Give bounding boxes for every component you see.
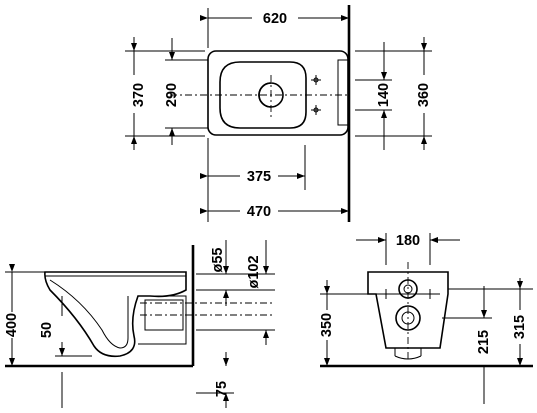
dim-75-label: 75 [214, 381, 230, 397]
top-view: 620 370 290 140 360 375 [125, 5, 432, 222]
dim-215-label: 215 [476, 330, 492, 354]
dim-350-label: 350 [319, 313, 335, 337]
back-fixing-right [425, 289, 435, 299]
dim-140-label: 140 [376, 83, 392, 107]
dim-370-label: 370 [131, 83, 147, 107]
bowl-outline-top [207, 50, 349, 136]
bowl-flange [337, 59, 348, 126]
bowl-rim-top [219, 61, 307, 129]
dim-315-label: 315 [512, 315, 528, 339]
dim-dia55-label: ø55 [210, 248, 226, 273]
dim-180-label: 180 [396, 233, 420, 249]
dim-50-label: 50 [39, 322, 55, 338]
dim-620-label: 620 [263, 11, 287, 27]
dim-360-label: 360 [416, 83, 432, 107]
dim-375-label: 375 [247, 169, 271, 185]
outlet-circle [395, 305, 421, 331]
dim-290-label: 290 [164, 83, 180, 107]
seat-line [45, 271, 187, 277]
fixing-mark-lower [311, 105, 321, 115]
outlet-pipe [138, 295, 187, 345]
dim-470-label: 470 [247, 204, 271, 220]
dim-400-label: 400 [4, 313, 20, 337]
drain-inner-arc [258, 82, 272, 108]
back-fixing-left [381, 289, 391, 299]
fixing-mark-upper [311, 75, 321, 85]
side-view: 400 50 ø55 ø102 75 [4, 240, 275, 408]
dim-dia102-label: ø102 [246, 255, 262, 288]
bowl-side-inner [49, 279, 129, 349]
back-view: 180 350 215 315 [319, 233, 533, 404]
